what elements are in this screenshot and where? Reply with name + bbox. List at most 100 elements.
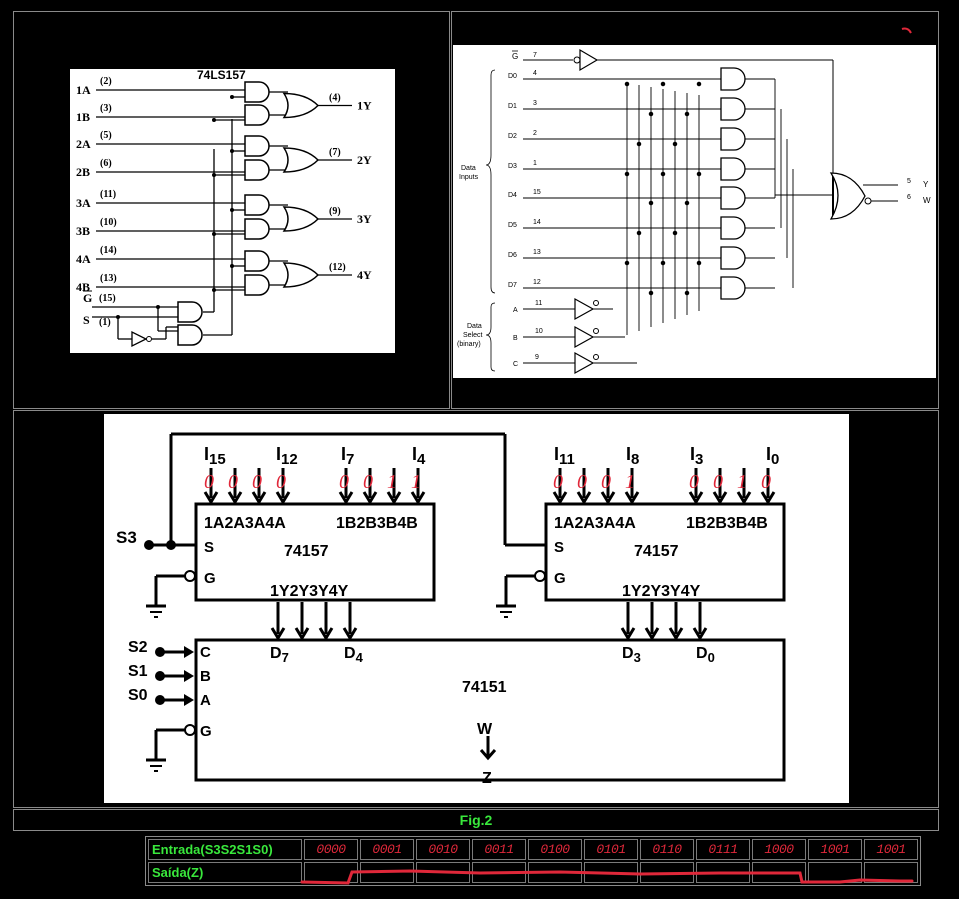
input-cell: 0011: [472, 839, 526, 860]
mux151-z-label: Z: [482, 770, 492, 787]
ls151-select-pin: 11: [535, 300, 542, 307]
ls151-input-D6: D6: [508, 252, 517, 259]
left-s-label: S: [204, 539, 214, 556]
input-cell: 0010: [416, 839, 470, 860]
mux151-box: [194, 638, 786, 782]
input-cell: 0110: [640, 839, 694, 860]
ls157-svg: 74LS157 1A(2)1B(3)2A(5)2B(6)3A(11)3B(10)…: [76, 68, 372, 348]
ls151-input-pin: 14: [533, 219, 541, 226]
input-cell: 0000: [304, 839, 358, 860]
ls151-output-W: W: [923, 196, 931, 205]
ls151-select-pin: 10: [535, 328, 543, 335]
ls157-diagram: 74LS157 1A(2)1B(3)2A(5)2B(6)3A(11)3B(10)…: [70, 68, 395, 353]
ls157-input-pin: (14): [100, 245, 117, 256]
handwritten-bit: 1: [625, 471, 635, 493]
ls151-input-pin: 12: [533, 279, 541, 286]
left-mux-name: 74157: [284, 543, 329, 560]
input-label-i12: I12: [276, 444, 298, 468]
ls157-output-2Y: 2Y: [357, 153, 372, 167]
handwritten-bit: 0: [601, 471, 611, 493]
input-label-d4: D4: [344, 645, 364, 665]
ls151-data-label-1: Data: [461, 165, 476, 172]
handwritten-bit: 1: [737, 471, 747, 493]
select-label-s1: S1: [128, 663, 148, 680]
input-cell: 0101: [584, 839, 638, 860]
ls151-select-label-2: Select: [463, 332, 483, 339]
mux151-g-label: G: [200, 723, 212, 740]
handwritten-bit: 0: [339, 471, 349, 493]
output-cell: [864, 862, 918, 883]
ls151-g-pin: 7: [533, 52, 537, 59]
ls157-output-3Y: 3Y: [357, 212, 372, 226]
right-b-label: 1B2B3B4B: [686, 515, 768, 532]
ls157-input-pin: (3): [100, 103, 112, 114]
select-pin-c: C: [200, 644, 211, 661]
cell-74ls151: [451, 11, 939, 409]
ls157-input-pin: (11): [100, 189, 116, 200]
ls151-output-pin: 6: [907, 194, 911, 201]
circuit-svg: S3 1A2A3A4A 1B2B3B4B S 74157 G 1Y2Y3Y4Y …: [116, 432, 786, 787]
handwritten-bit: 0: [553, 471, 563, 493]
figure-caption: Fig.2: [13, 809, 939, 831]
select-label-s2: S2: [128, 639, 148, 656]
ls151-g-label: G: [512, 52, 518, 61]
ls151-input-D4: D4: [508, 192, 517, 199]
ls151-input-D7: D7: [508, 282, 517, 289]
ls157-g-pin: (15): [99, 293, 116, 304]
right-s-label: S: [554, 539, 564, 556]
output-scribble: [300, 869, 914, 885]
handwritten-bit: 0: [577, 471, 587, 493]
handwritten-bit: 0: [713, 471, 723, 493]
handwritten-bit: 0: [363, 471, 373, 493]
left-y-label: 1Y2Y3Y4Y: [270, 583, 349, 600]
right-74157-box: [544, 502, 786, 602]
ls151-select-C: C: [513, 361, 518, 368]
ls151-input-pin: 4: [533, 70, 537, 77]
ls151-select-label-3: (binary): [457, 341, 481, 348]
ls151-input-pin: 3: [533, 100, 537, 107]
input-label-i15: I15: [204, 444, 226, 468]
ls151-input-pin: 1: [533, 160, 537, 167]
cell-circuit: [13, 410, 939, 808]
ls157-input-pin: (10): [100, 217, 117, 228]
ls157-g-label: G: [83, 291, 92, 305]
right-a-label: 1A2A3A4A: [554, 515, 636, 532]
ls157-input-1B: 1B: [76, 110, 90, 124]
ls157-input-4A: 4A: [76, 252, 91, 266]
left-g-label: G: [204, 570, 216, 587]
ls151-input-D3: D3: [508, 163, 517, 170]
handwritten-bit: 0: [252, 471, 262, 493]
input-cell: 1001: [808, 839, 862, 860]
circuit-diagram: S3 1A2A3A4A 1B2B3B4B S 74157 G 1Y2Y3Y4Y …: [104, 414, 849, 803]
ls151-select-pin: 9: [535, 354, 539, 361]
ls157-input-3A: 3A: [76, 196, 91, 210]
ls157-input-3B: 3B: [76, 224, 90, 238]
input-label-i11: I11: [554, 444, 575, 468]
input-label-d7: D7: [270, 645, 289, 665]
ls157-input-1A: 1A: [76, 83, 91, 97]
ls157-output-pin: (4): [329, 93, 341, 104]
ls157-output-pin: (7): [329, 147, 341, 158]
select-label-s0: S0: [128, 687, 148, 704]
ls151-input-D0: D0: [508, 73, 517, 80]
ls157-output-pin: (12): [329, 262, 346, 273]
ls157-output-1Y: 1Y: [357, 99, 372, 113]
ls151-input-pin: 13: [533, 249, 541, 256]
ls157-input-2A: 2A: [76, 137, 91, 151]
right-mux-name: 74157: [634, 543, 679, 560]
ls157-output-pin: (9): [329, 206, 341, 217]
handwritten-bit: 0: [276, 471, 286, 493]
ls151-select-B: B: [513, 335, 518, 342]
ls151-output-Y: Y: [923, 180, 929, 189]
input-cell: 1001: [864, 839, 918, 860]
input-cell: 0100: [528, 839, 582, 860]
ls151-select-A: A: [513, 307, 518, 314]
input-label-i0: I0: [766, 444, 779, 468]
mux151-name: 74151: [462, 679, 507, 696]
ls157-s-pin: (1): [99, 317, 111, 328]
input-label-i8: I8: [626, 444, 639, 468]
ls157-output-4Y: 4Y: [357, 268, 372, 282]
